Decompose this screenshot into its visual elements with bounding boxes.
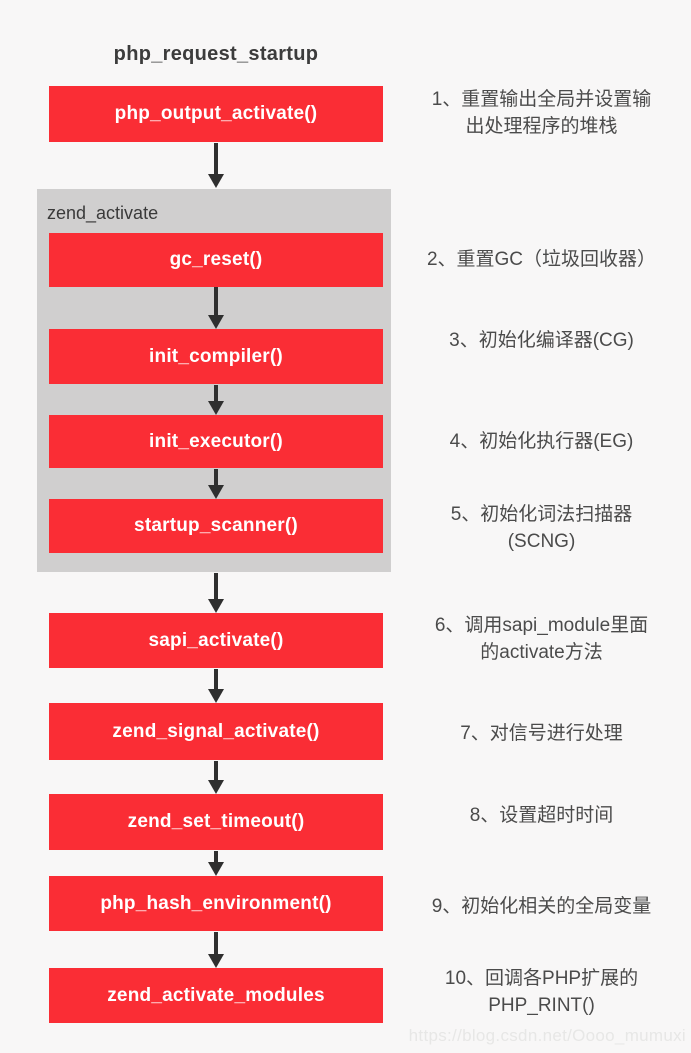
arrow-down-icon [208,573,224,613]
arrow-head [208,780,224,794]
arrow-head [208,862,224,876]
flow-node-startup-scanner: startup_scanner() [49,499,383,553]
flow-node-label: php_output_activate() [114,103,318,124]
arrow-down-icon [208,932,224,968]
arrow-shaft [214,851,218,862]
page-title: php_request_startup [113,43,319,65]
arrow-shaft [214,143,218,174]
arrow-head [208,954,224,968]
annotation-step-10: 10、回调各PHP扩展的 PHP_RINT() [444,968,639,1016]
annotation-step-1: 1、重置输出全局并设置输 出处理程序的堆栈 [431,89,652,137]
arrow-down-icon [208,669,224,703]
arrow-down-icon [208,287,224,329]
flow-node-zend-set-timeout: zend_set_timeout() [49,794,383,850]
arrow-head [208,485,224,499]
flow-node-php-hash-environment: php_hash_environment() [49,876,383,931]
arrow-down-icon [208,851,224,876]
watermark-url: https://blog.csdn.net/Oooo_mumuxi [408,1026,686,1045]
zend-activate-group-label: zend_activate [47,203,159,223]
arrow-shaft [214,287,218,315]
flow-node-label: sapi_activate() [148,629,284,651]
flow-node-zend-activate-modules: zend_activate_modules [49,968,383,1023]
annotation-step-4: 4、初始化执行器(EG) [449,431,634,452]
annotation-step-6: 6、调用sapi_module里面 的activate方法 [434,615,649,663]
annotation-step-8: 8、设置超时时间 [469,805,614,826]
flow-node-label: zend_set_timeout() [127,811,305,832]
arrow-shaft [214,385,218,401]
flow-node-sapi-activate: sapi_activate() [49,613,383,668]
flow-node-init-compiler: init_compiler() [49,329,383,384]
annotation-step-5: 5、初始化词法扫描器 (SCNG) [450,504,633,552]
flow-node-php-output-activate: php_output_activate() [49,86,383,142]
arrow-head [208,174,224,188]
arrow-head [208,689,224,703]
flow-node-label: zend_activate_modules [107,984,325,1006]
arrow-down-icon [208,469,224,499]
arrow-down-icon [208,761,224,794]
annotation-step-3: 3、初始化编译器(CG) [449,330,634,351]
flow-node-zend-signal-activate: zend_signal_activate() [49,703,383,760]
flow-node-init-executor: init_executor() [49,415,383,468]
flow-node-label: gc_reset() [169,249,263,270]
arrow-shaft [214,469,218,485]
arrow-shaft [214,669,218,689]
flow-node-label: zend_signal_activate() [112,720,320,742]
arrow-shaft [214,761,218,780]
flow-node-label: startup_scanner() [134,515,298,536]
arrow-down-icon [208,385,224,415]
arrow-down-icon [208,143,224,188]
annotation-step-7: 7、对信号进行处理 [460,723,623,744]
flow-node-label: init_executor() [149,430,283,452]
annotation-step-2: 2、重置GC（垃圾回收器） [426,249,657,270]
annotation-step-9: 9、初始化相关的全局变量 [431,896,652,917]
arrow-head [208,315,224,329]
flow-node-gc-reset: gc_reset() [49,233,383,287]
arrow-head [208,599,224,613]
flow-node-label: php_hash_environment() [100,892,332,914]
flow-node-label: init_compiler() [149,345,283,367]
arrow-shaft [214,932,218,954]
arrow-shaft [214,573,218,599]
arrow-head [208,401,224,415]
